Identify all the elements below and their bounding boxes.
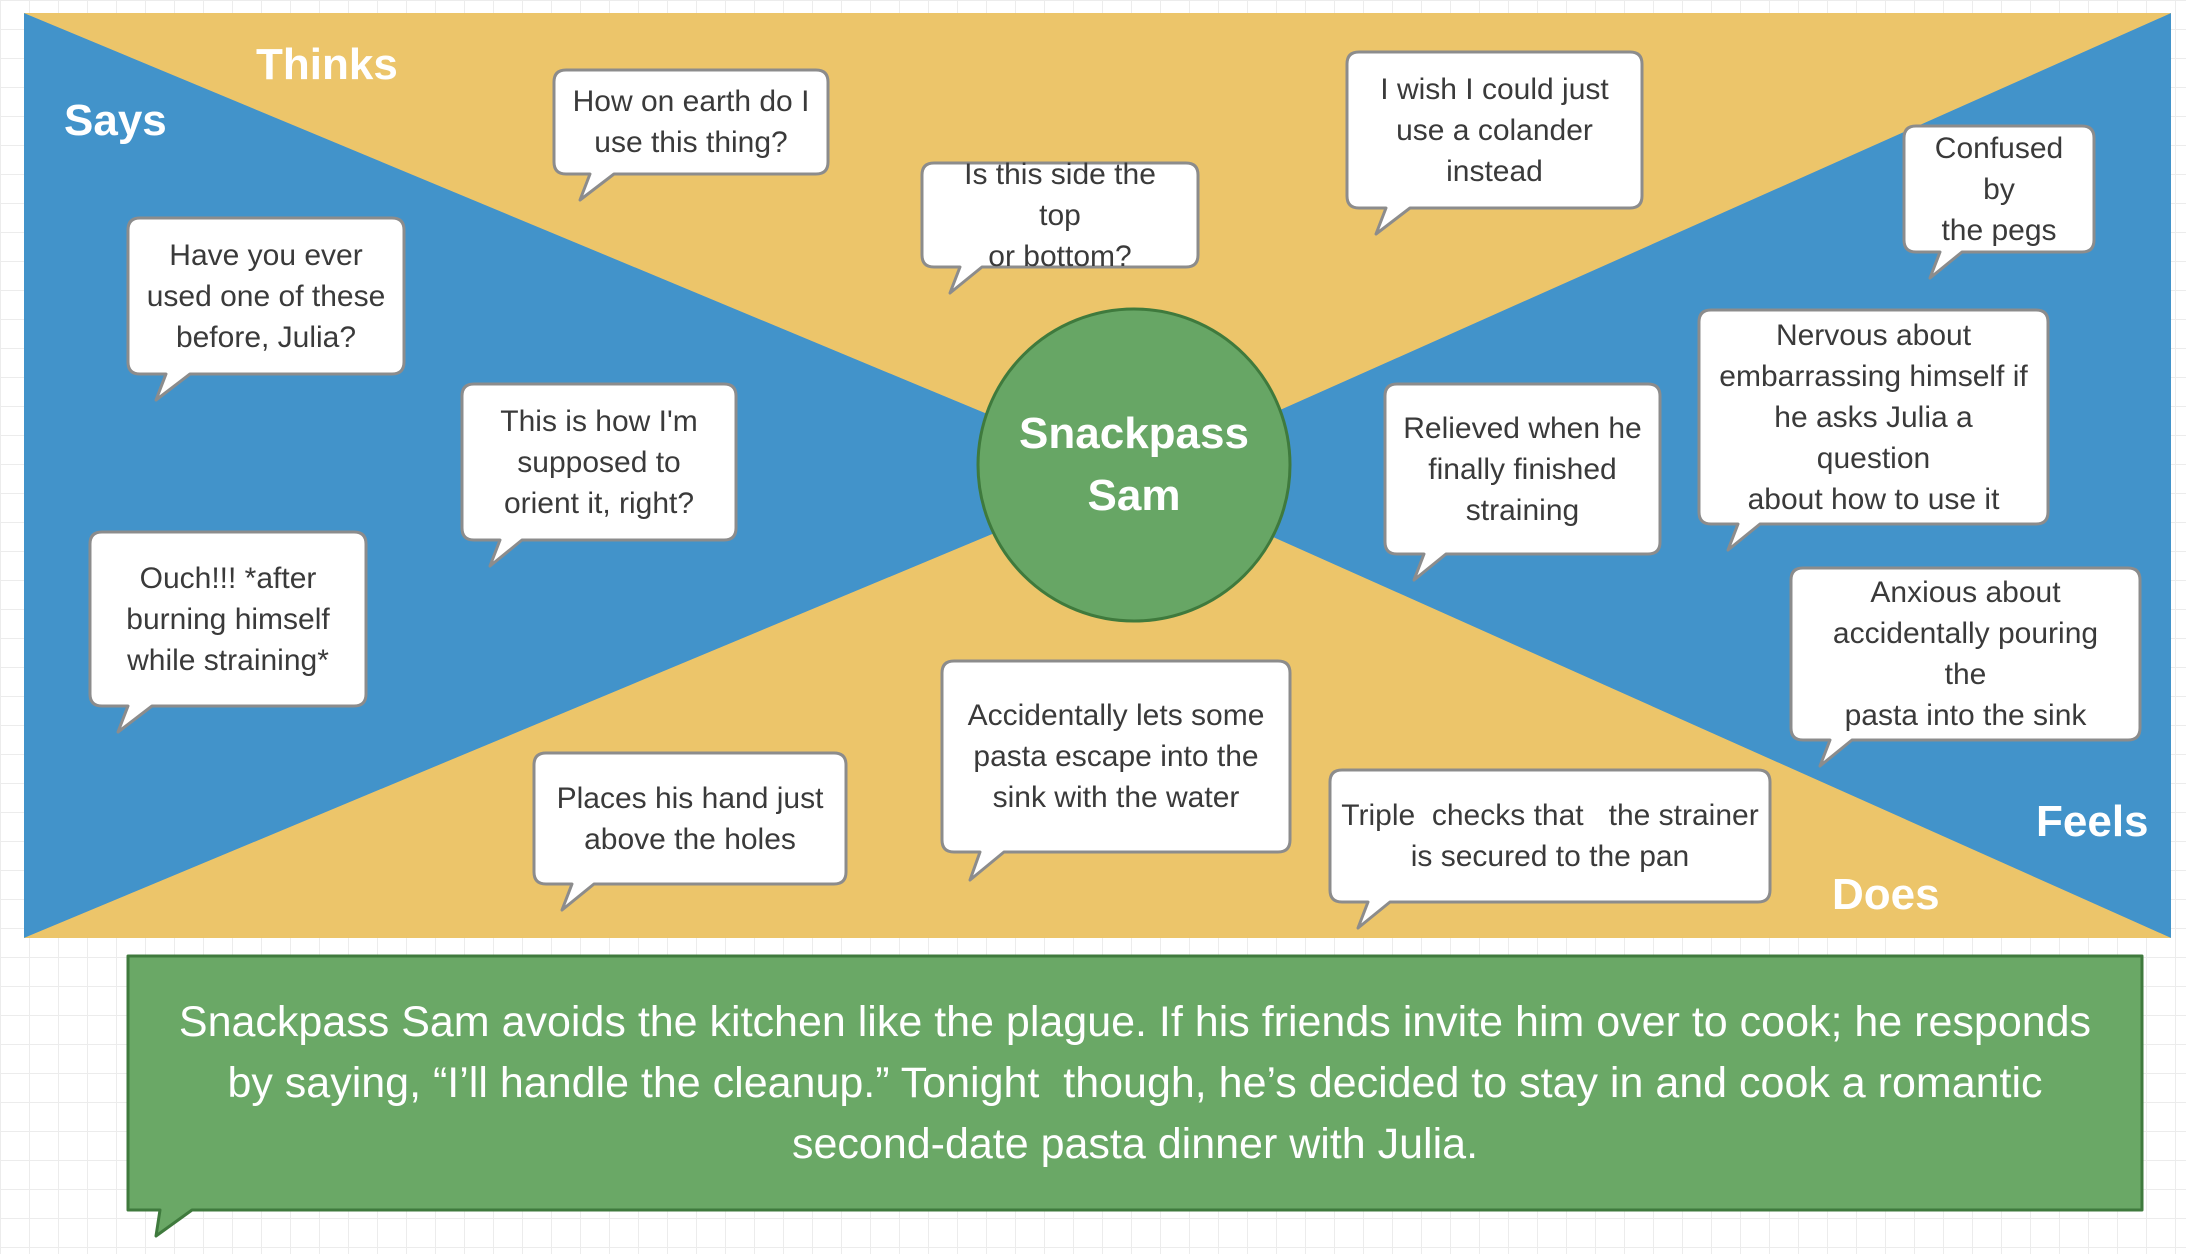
bubble-text-line: burning himself <box>126 602 330 636</box>
feels-bubble-3-shape <box>1697 308 2050 552</box>
thinks-bubble-2-shape <box>920 161 1200 295</box>
feels-bubble-1: Confused by the pegs <box>1904 126 2094 252</box>
bubble-text-line: Confused by <box>1934 131 2064 206</box>
bubble-text-line: I wish I could just <box>1380 72 1609 106</box>
bubble-text-line: about how to use it <box>1747 482 2000 516</box>
bubble-text-line: instead <box>1446 154 1543 188</box>
bubble-text-line: Have you ever <box>169 238 363 272</box>
thinks-bubble-3: I wish I could just use a colander inste… <box>1347 52 1642 208</box>
persona-name-line-1: Snackpass <box>1019 409 1249 458</box>
thinks-bubble-1: How on earth do I use this thing? <box>554 70 828 174</box>
bubble-text-line: embarrassing himself if <box>1719 359 2028 393</box>
thinks-bubble-3-shape <box>1345 50 1644 236</box>
says-bubble-1: Have you ever used one of these before, … <box>128 218 404 374</box>
summary-line-3: second-date pasta dinner with Julia. <box>791 1119 1479 1168</box>
bubble-text-line: straining <box>1465 493 1580 527</box>
bubble-text-line: How on earth do I <box>572 85 810 118</box>
feels-bubble-1-shape <box>1902 124 2096 280</box>
bubble-shapes <box>88 50 2142 930</box>
does-bubble-3-shape <box>1328 768 1772 930</box>
bubble-text-line: while straining* <box>127 643 329 677</box>
bubble-text-line: Triple checks that the strainer <box>1341 799 1759 832</box>
bubble-text-line: orient it, right? <box>503 486 695 520</box>
bubble-text-line: supposed to <box>517 445 681 479</box>
bubble-text-line: is secured to the pan <box>1410 840 1690 873</box>
persona-name: Snackpass Sam <box>978 403 1290 527</box>
feels-bubble-2: Relieved when he finally finished strain… <box>1385 384 1660 554</box>
says-bubble-2: This is how I'm supposed to orient it, r… <box>462 384 736 540</box>
bubble-text-line: use this thing? <box>594 126 788 159</box>
bubble-text-line: the pegs <box>1941 213 2057 247</box>
feels-bubble-4-shape <box>1789 566 2142 768</box>
does-bubble-2: Accidentally lets some pasta escape into… <box>942 661 1290 852</box>
bubble-text-line: above the holes <box>584 822 796 856</box>
persona-circle <box>976 307 1292 623</box>
says-bubble-1-shape <box>126 216 406 402</box>
bubble-text-line: sink with the water <box>992 781 1240 814</box>
does-bubble-3: Triple checks that the strainer is secur… <box>1330 770 1770 902</box>
does-bubble-2-shape <box>940 659 1292 882</box>
bubble-text-line: accidentally pouring the <box>1832 617 2099 691</box>
bubble-text-line: Nervous about <box>1775 318 1972 352</box>
feels-bubble-3: Nervous about embarrassing himself if he… <box>1699 310 2048 524</box>
bubble-text-line: Is this side the top <box>964 157 1156 232</box>
bubble-text-line: This is how I'm <box>500 404 698 438</box>
bubble-text-line: Relieved when he <box>1403 411 1642 445</box>
bubble-text-line: used one of these <box>146 279 386 313</box>
bubble-text-line: Ouch!!! *after <box>139 561 317 595</box>
bubble-text-line: he asks Julia a question <box>1774 400 1973 475</box>
does-label: Does <box>1832 870 1940 919</box>
bubble-text-line: Accidentally lets some <box>967 699 1265 732</box>
feels-bubble-4: Anxious about accidentally pouring the p… <box>1791 568 2140 740</box>
persona-name-line-2: Sam <box>1087 471 1181 520</box>
thinks-bubble-1-shape <box>552 68 830 202</box>
bubble-text-line: before, Julia? <box>175 320 357 354</box>
bubble-text-line: Places his hand just <box>556 781 824 815</box>
feels-bubble-2-shape <box>1383 382 1662 582</box>
bubble-text-line: Anxious about <box>1870 576 2061 609</box>
bubble-text-line: finally finished <box>1428 452 1617 486</box>
summary-text: Snackpass Sam avoids the kitchen like th… <box>128 956 2142 1210</box>
says-bubble-3-shape <box>88 530 368 734</box>
says-bubble-2-shape <box>460 382 738 568</box>
does-bubble-1-shape <box>532 751 848 912</box>
summary-box-shape <box>126 954 2144 1238</box>
thinks-label: Thinks <box>256 40 398 89</box>
bubble-text-line: pasta into the sink <box>1844 699 2087 732</box>
does-bubble-1: Places his hand just above the holes <box>534 753 846 884</box>
says-bubble-3: Ouch!!! *after burning himself while str… <box>90 532 366 706</box>
summary-line-2: by saying, “I’ll handle the cleanup.” To… <box>227 1058 2043 1107</box>
summary-line-1: Snackpass Sam avoids the kitchen like th… <box>178 997 2092 1046</box>
says-label: Says <box>64 96 167 145</box>
bubble-text-line: or bottom? <box>988 239 1132 273</box>
bubble-text-line: use a colander <box>1396 113 1593 147</box>
bubble-text-line: pasta escape into the <box>973 740 1259 773</box>
feels-label: Feels <box>2036 797 2149 846</box>
thinks-bubble-2: Is this side the top or bottom? <box>922 158 1198 273</box>
